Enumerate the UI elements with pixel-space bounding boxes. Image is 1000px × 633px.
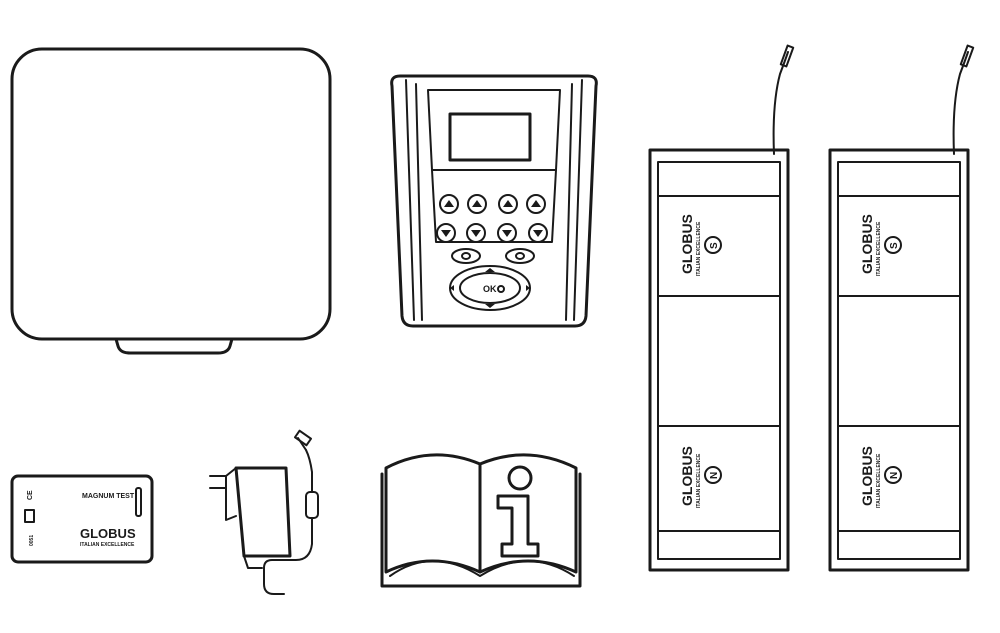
electrode-pad-2: GLOBUS ITALIAN EXCELLENCE S GLOBUS ITALI…: [820, 44, 980, 574]
pad-polarity-n: N: [889, 472, 900, 479]
test-card-icon: MAGNUM TEST GLOBUS ITALIAN EXCELLENCE CE…: [10, 474, 154, 564]
pad-polarity-s: S: [889, 242, 900, 249]
pad-polarity-s: S: [709, 242, 720, 249]
electrode-pad-icon: GLOBUS ITALIAN EXCELLENCE S GLOBUS ITALI…: [648, 44, 795, 572]
pad-tagline-bottom: ITALIAN EXCELLENCE: [696, 453, 702, 508]
pad-tagline-top: ITALIAN EXCELLENCE: [876, 221, 882, 276]
carry-case: [8, 46, 334, 356]
pad-brand-bottom: GLOBUS: [859, 446, 875, 506]
test-card-ce: CE: [27, 490, 34, 500]
manual-book: [378, 436, 584, 592]
power-adapter-icon: [209, 429, 319, 595]
down-arrow-buttons: [436, 223, 548, 243]
pad-tagline-bottom: ITALIAN EXCELLENCE: [876, 453, 882, 508]
stimulator-device-icon: OK: [390, 74, 598, 328]
test-card-code: 0051: [29, 535, 35, 546]
pad-brand-top: GLOBUS: [859, 214, 875, 274]
case-icon: [10, 47, 332, 355]
pad-polarity-n: N: [709, 472, 720, 479]
test-card: MAGNUM TEST GLOBUS ITALIAN EXCELLENCE CE…: [10, 474, 156, 566]
manual-book-icon: [380, 453, 582, 588]
electrode-pad-1: GLOBUS ITALIAN EXCELLENCE S GLOBUS ITALI…: [640, 44, 800, 574]
power-adapter: [204, 429, 334, 602]
pad-brand-top: GLOBUS: [679, 214, 695, 274]
info-icon: [496, 465, 540, 558]
test-card-brand: GLOBUS: [80, 526, 136, 541]
ok-label: OK: [483, 284, 497, 294]
test-card-tagline: ITALIAN EXCELLENCE: [80, 542, 135, 548]
up-arrow-buttons: [439, 194, 546, 214]
pad-tagline-top: ITALIAN EXCELLENCE: [696, 221, 702, 276]
electrode-pad-icon: GLOBUS ITALIAN EXCELLENCE S GLOBUS ITALI…: [828, 44, 975, 572]
test-card-title: MAGNUM TEST: [82, 493, 135, 500]
pad-brand-bottom: GLOBUS: [679, 446, 695, 506]
stimulator-device: OK: [386, 70, 602, 330]
